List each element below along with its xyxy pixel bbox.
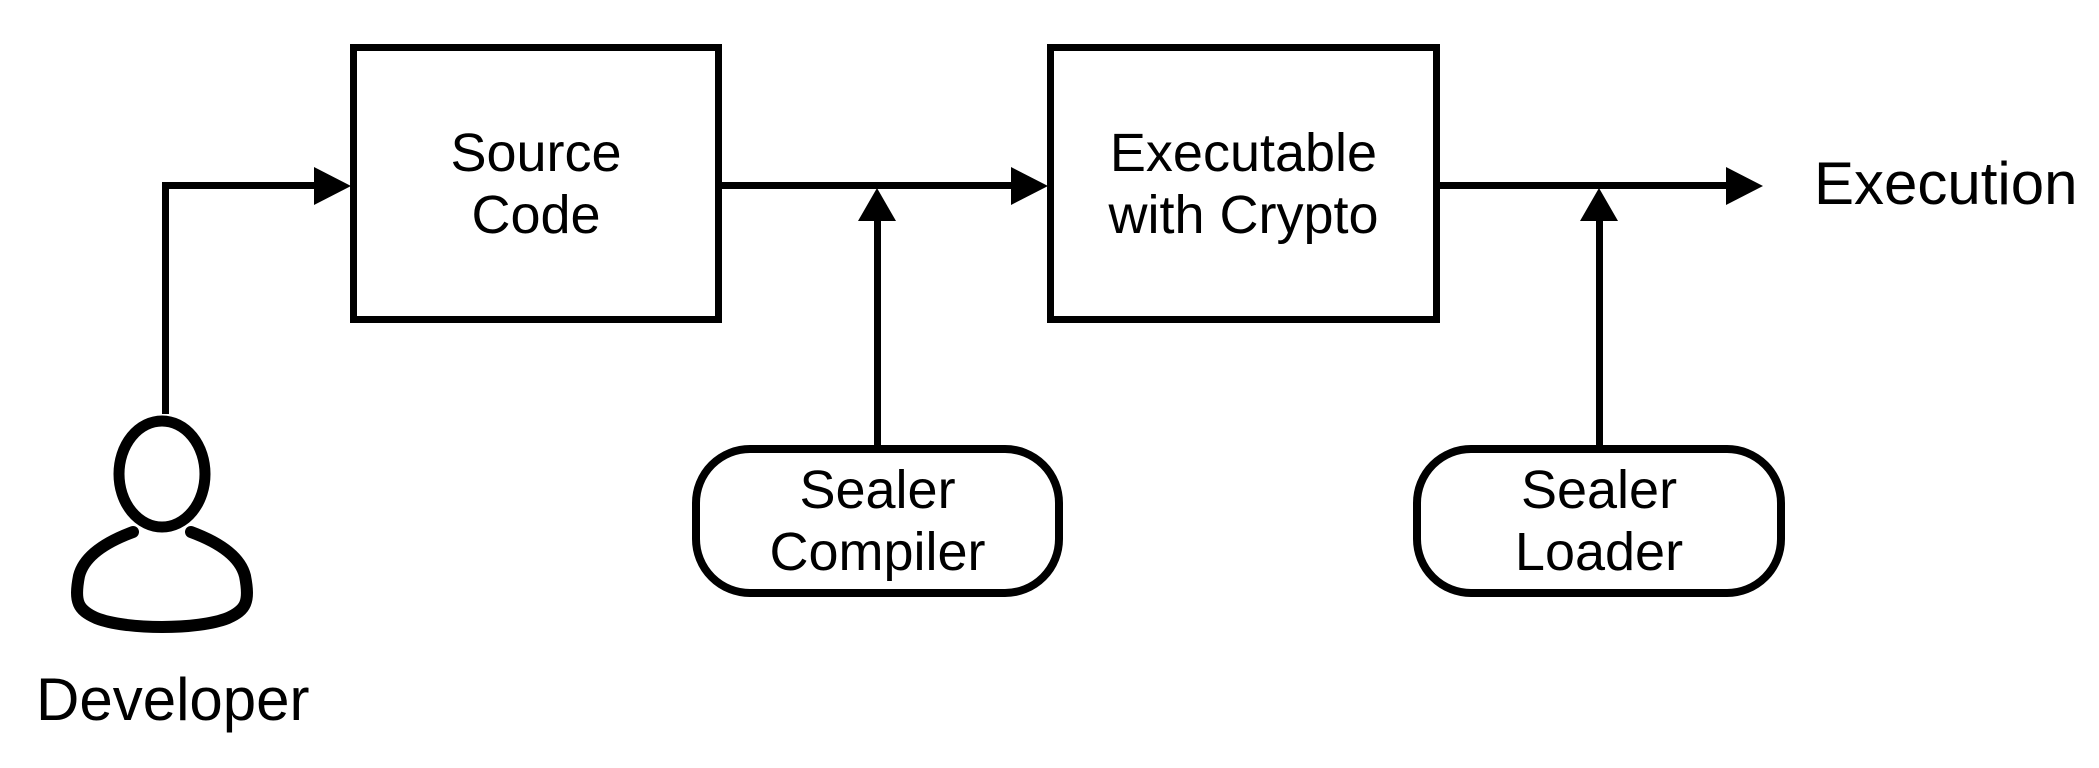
sealer-compiler-label-line1: Sealer xyxy=(799,460,956,520)
connector-developer-horizontal xyxy=(162,182,315,189)
arrowhead-into-source-icon xyxy=(314,167,351,205)
arrowhead-into-execution-icon xyxy=(1726,167,1763,205)
source-code-label-line1: Source xyxy=(450,122,622,183)
executable-label-line2: with Crypto xyxy=(1108,184,1379,245)
arrowhead-loader-up-icon xyxy=(1580,188,1618,221)
executable-label-line1: Executable xyxy=(1109,122,1378,183)
connector-source-to-executable xyxy=(720,182,1012,189)
arrowhead-compiler-up-icon xyxy=(858,188,896,221)
executable-with-crypto-box: Executable with Crypto xyxy=(1047,44,1440,323)
source-code-box: Source Code xyxy=(350,44,722,323)
connector-developer-vertical xyxy=(162,182,169,414)
sealer-compiler-label-line2: Compiler xyxy=(769,522,986,582)
arrowhead-into-executable-icon xyxy=(1011,167,1048,205)
sealer-loader-label-line1: Sealer xyxy=(1520,460,1678,520)
person-icon xyxy=(71,415,253,633)
connector-compiler-up xyxy=(874,219,881,449)
sealer-loader-pill: Sealer Loader xyxy=(1413,445,1785,597)
sealer-compiler-pill: Sealer Compiler xyxy=(692,445,1063,597)
connector-executable-to-execution xyxy=(1438,182,1727,189)
developer-label: Developer xyxy=(36,666,310,733)
sealer-loader-label-line2: Loader xyxy=(1514,522,1684,582)
source-code-label-line2: Code xyxy=(471,184,601,245)
execution-label: Execution xyxy=(1814,150,2078,217)
connector-loader-up xyxy=(1596,219,1603,449)
